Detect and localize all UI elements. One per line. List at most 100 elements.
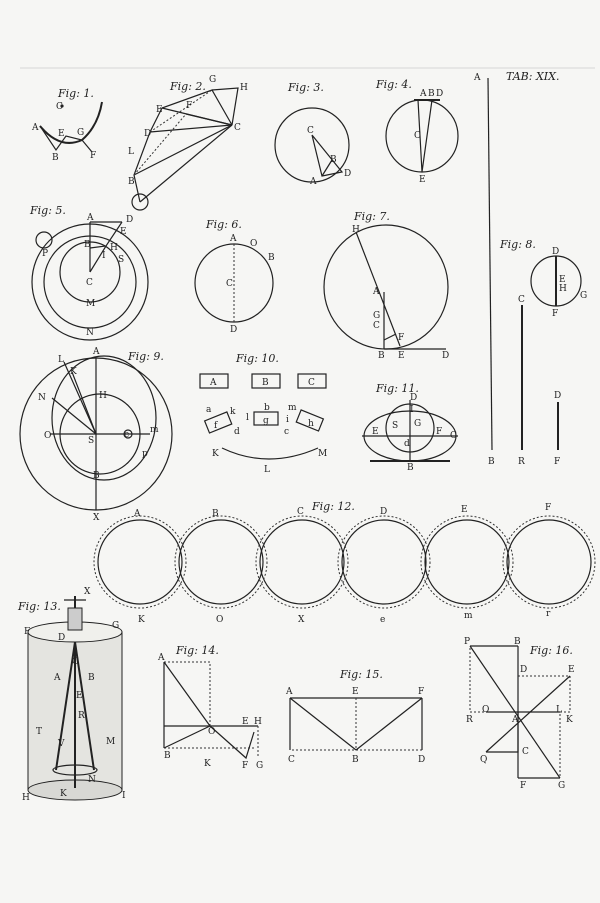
- fig6-label-B: B: [268, 253, 275, 263]
- figure-8: Fig: 8. D E H F G: [499, 238, 587, 319]
- fig7-label-H: H: [352, 225, 360, 235]
- figure-6: Fig: 6. A O B C D: [194, 218, 275, 335]
- fig1-label-A: A: [31, 123, 39, 133]
- fig9-label-p: p: [142, 449, 148, 459]
- fig5-caption: Fig: 5.: [29, 204, 66, 217]
- fig10-label-d: d: [234, 427, 240, 437]
- fig13-label-E: E: [76, 691, 83, 701]
- fig13-label-I: I: [122, 791, 126, 801]
- fig1-polyline: [39, 125, 93, 153]
- fig14-line-OFG: [209, 725, 255, 760]
- fig5-label-H: H: [110, 243, 118, 253]
- fig5-label-E: E: [120, 227, 127, 237]
- fig16-label-P: P: [464, 637, 470, 647]
- fig8-label-F: F: [552, 309, 558, 319]
- fig2-label-G: G: [209, 75, 216, 85]
- fig15-label-C: C: [288, 755, 295, 765]
- fig10-label-M: M: [318, 449, 327, 459]
- fig4-label-C: C: [414, 131, 421, 141]
- fig10-box-label-C: C: [308, 378, 315, 388]
- fig12-top-D: D: [380, 507, 387, 517]
- fig9-label-m: m: [150, 425, 159, 435]
- rods-label-A: A: [473, 73, 481, 83]
- fig14-label-G: G: [256, 761, 263, 771]
- fig3-circle: [274, 107, 350, 183]
- fig13-label-H: H: [22, 793, 30, 803]
- fig7-chord-HE: [355, 231, 401, 347]
- fig10-label-m: m: [288, 403, 297, 413]
- fig3-label-C: C: [307, 126, 314, 136]
- fig15-label-F: F: [418, 687, 424, 697]
- fig12-bottom-m: m: [464, 611, 473, 621]
- fig5-label-D: D: [126, 215, 133, 225]
- fig9-label-S: S: [88, 436, 94, 446]
- fig7-segment-CF: [383, 333, 397, 341]
- figure-2: Fig: 2. G H E F D C L B: [128, 75, 248, 211]
- fig13-label-M: M: [106, 737, 115, 747]
- fig9-eccentric-circle: [51, 355, 157, 481]
- rods-label-R: R: [518, 457, 525, 467]
- fig8-caption: Fig: 8.: [499, 238, 536, 251]
- fig13-base-ring: [52, 764, 98, 776]
- fig10-label-f: f: [214, 421, 218, 431]
- fig12-top-E: E: [461, 505, 468, 515]
- fig9-label-L: L: [58, 355, 64, 365]
- fig6-label-D: D: [230, 325, 237, 335]
- fig12-top-B: B: [212, 509, 219, 519]
- fig11-label-D: D: [410, 393, 417, 403]
- fig9-small-circle-e: [123, 429, 133, 439]
- fig12-dotted-6: [502, 515, 596, 609]
- fig13-top-collar: [67, 607, 83, 631]
- fig13-leg-right: [74, 641, 95, 771]
- fig2-dotted-2: [133, 113, 187, 176]
- fig16-caption: Fig: 16.: [529, 644, 573, 657]
- fig11-label-S: S: [392, 421, 398, 431]
- rods-label-F: F: [554, 457, 560, 467]
- fig2-top-link: [211, 87, 239, 126]
- fig15-line-AB: [289, 697, 357, 751]
- fig2-line-BC: [139, 124, 233, 203]
- fig9-caption: Fig: 9.: [127, 350, 164, 363]
- fig16-label-O: O: [482, 705, 489, 715]
- fig10-label-K: K: [212, 449, 219, 459]
- fig5-label-A: A: [86, 213, 94, 223]
- fig6-label-C: C: [226, 279, 233, 289]
- fig11-label-d: d: [404, 439, 410, 449]
- fig5-label-N: N: [86, 328, 94, 338]
- fig5-planet-circle: [35, 231, 53, 249]
- fig8-label-G: G: [580, 291, 587, 301]
- fig10-label-L: L: [264, 465, 270, 475]
- fig13-caption: Fig: 13.: [17, 600, 61, 613]
- fig4-label-B: B: [428, 89, 435, 99]
- fig15-label-D: D: [418, 755, 425, 765]
- fig8-label-E: E: [559, 275, 566, 285]
- fig7-label-F: F: [398, 333, 404, 343]
- fig12-top-A: A: [133, 509, 141, 519]
- figure-3: Fig: 3. C B A D: [274, 81, 351, 187]
- rods-label-C: C: [518, 295, 525, 305]
- fig4-label-D: D: [436, 89, 443, 99]
- fig12-caption: Fig: 12.: [311, 500, 355, 513]
- fig5-label-I: I: [102, 251, 106, 261]
- fig7-label-E: E: [398, 351, 405, 361]
- rods-figure: A B C R D F: [473, 73, 561, 467]
- fig9-label-e: e: [124, 430, 129, 440]
- fig14-line-AO: [163, 661, 211, 727]
- fig7-label-D: D: [442, 351, 449, 361]
- figure-15: Fig: 15. A E F C B D: [285, 668, 425, 765]
- fig14-label-B: B: [164, 751, 171, 761]
- fig12-dotted-2: [174, 515, 268, 609]
- figure-1: Fig: 1. C A E G B F: [31, 87, 103, 163]
- fig10-box-label-A: A: [209, 378, 217, 388]
- fig13-label-A: A: [53, 673, 61, 683]
- fig2-line-FC: [185, 113, 233, 126]
- fig15-label-E: E: [352, 687, 359, 697]
- fig13-label-C: C: [72, 657, 79, 667]
- fig4-caption: Fig: 4.: [375, 78, 412, 91]
- fig15-caption: Fig: 15.: [339, 668, 383, 681]
- fig10-label-i: i: [286, 415, 289, 425]
- fig10-caption: Fig: 10.: [235, 352, 279, 365]
- fig11-label-B: B: [407, 463, 414, 473]
- fig14-label-H: H: [254, 717, 262, 727]
- fig1-caption: Fig: 1.: [57, 87, 94, 100]
